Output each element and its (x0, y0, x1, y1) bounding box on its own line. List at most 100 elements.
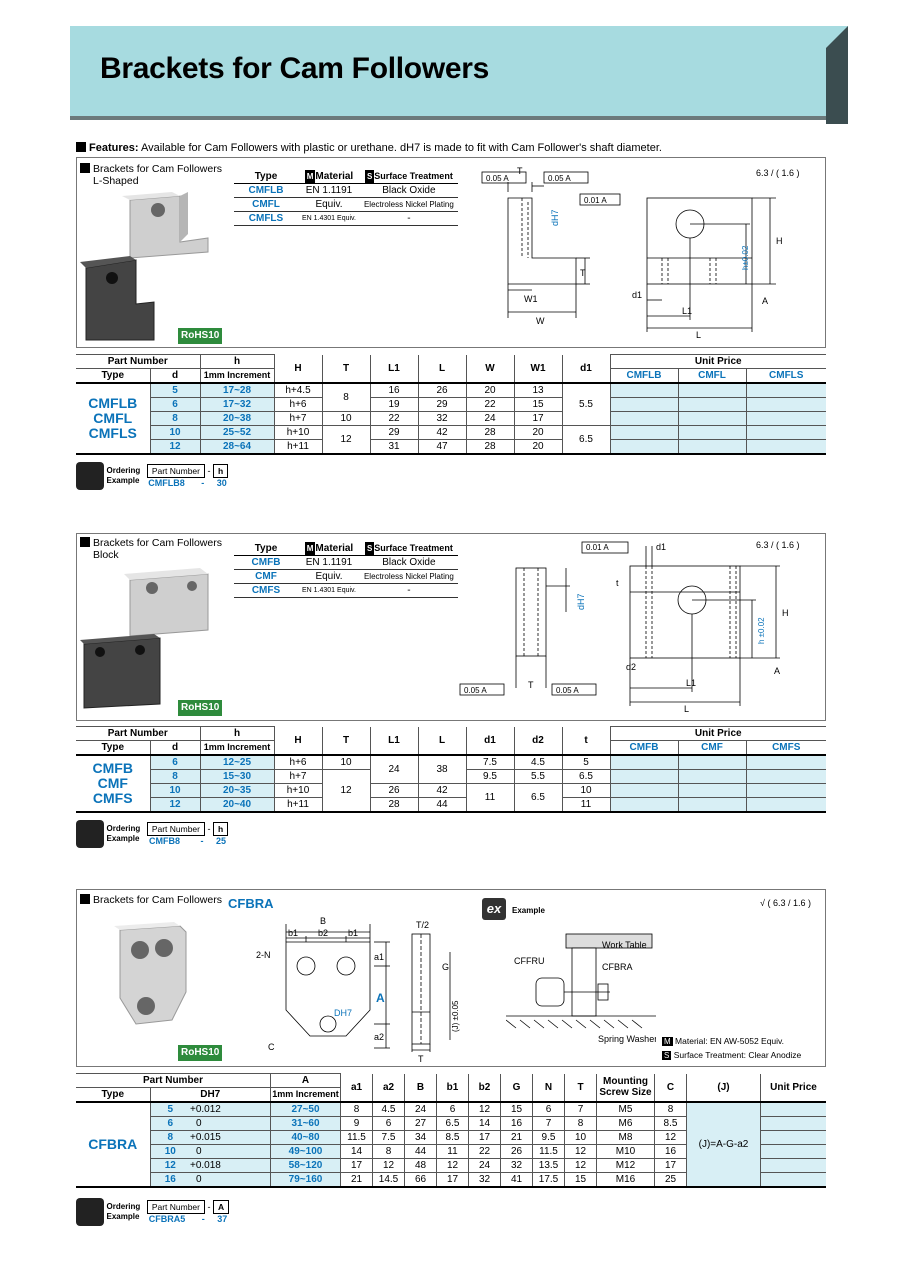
price-cell[interactable] (745, 769, 826, 784)
price-cell[interactable] (609, 754, 679, 770)
cell-N: 13.5 (532, 1158, 565, 1173)
cell-H: h+7 (273, 769, 323, 784)
price-cell[interactable] (609, 425, 679, 440)
price-cell[interactable] (745, 411, 826, 426)
col-part-number: Part Number (76, 1073, 271, 1088)
cell-d: 5 (149, 382, 201, 398)
price-cell[interactable] (677, 769, 747, 784)
col-t: t (561, 726, 611, 756)
svg-text:0.01 A: 0.01 A (584, 196, 607, 205)
spec-material: EN 1.4301 Equiv. (298, 583, 360, 598)
cell-screw: M5 (596, 1101, 655, 1117)
price-cell[interactable] (677, 425, 747, 440)
cell-C: 12 (654, 1130, 687, 1145)
price-cell[interactable] (760, 1172, 826, 1188)
price-cell[interactable] (609, 769, 679, 784)
cell-T: 10 (564, 1130, 597, 1145)
svg-text:0.05 A: 0.05 A (548, 174, 571, 183)
cell-W: 20 (465, 382, 515, 398)
cell-B: 66 (404, 1172, 437, 1188)
cell-d1: 9.5 (465, 769, 515, 784)
price-cell[interactable] (609, 439, 679, 455)
svg-text:T: T (580, 268, 586, 278)
cell-G: 26 (500, 1144, 533, 1159)
cell-W: 24 (465, 411, 515, 426)
cell-D: 5 (149, 1101, 190, 1117)
price-cell[interactable] (745, 439, 826, 455)
cell-N: 17.5 (532, 1172, 565, 1188)
col-price-cmfb: CMFB (609, 740, 679, 756)
cell-h: 15~30 (199, 769, 275, 784)
cell-d1: 5.5 (561, 382, 611, 426)
price-cell[interactable] (609, 797, 679, 813)
cell-a2: 4.5 (372, 1101, 405, 1117)
cell-H: h+11 (273, 797, 323, 813)
cell-a1: 11.5 (340, 1130, 373, 1145)
price-cell[interactable] (760, 1101, 826, 1117)
col-type: Type (76, 1087, 151, 1103)
price-cell[interactable] (745, 754, 826, 770)
price-cell[interactable] (677, 797, 747, 813)
col-increment: 1mm Increment (270, 1087, 341, 1103)
price-cell[interactable] (677, 411, 747, 426)
cell-L: 42 (417, 425, 467, 440)
cell-T: 10 (321, 754, 371, 770)
price-cell[interactable] (609, 382, 679, 398)
col-part-number: Part Number (76, 354, 201, 369)
cell-L: 29 (417, 397, 467, 412)
cell-screw: M6 (596, 1116, 655, 1131)
cell-b2: 14 (468, 1116, 501, 1131)
price-cell[interactable] (745, 397, 826, 412)
cell-h: 20~38 (199, 411, 275, 426)
cell-b1: 8.5 (436, 1130, 469, 1145)
cell-C: 25 (654, 1172, 687, 1188)
cell-G: 21 (500, 1130, 533, 1145)
price-cell[interactable] (745, 382, 826, 398)
cell-a2: 8 (372, 1144, 405, 1159)
price-cell[interactable] (609, 783, 679, 798)
price-cell[interactable] (609, 411, 679, 426)
cell-a1: 8 (340, 1101, 373, 1117)
col-part-number: Part Number (76, 726, 201, 741)
col-H: H (273, 726, 323, 756)
cell-L: 44 (417, 797, 467, 813)
spec-surface: Electroless Nickel Plating (359, 197, 458, 212)
svg-text:0.01 A: 0.01 A (586, 543, 609, 552)
cell-D: 16 (149, 1172, 190, 1188)
cell-D: 10 (149, 1144, 190, 1159)
price-cell[interactable] (609, 397, 679, 412)
price-cell[interactable] (677, 439, 747, 455)
spec-material: Equiv. (298, 569, 360, 584)
col-d1: d1 (561, 354, 611, 384)
cell-L1: 24 (369, 754, 419, 784)
spec-type: CMFLS (234, 211, 298, 226)
cfbra-surface-mark: √ ( 6.3 / 1.6 ) (760, 898, 811, 908)
svg-text:A: A (376, 991, 385, 1005)
spec-type: CMF (234, 569, 298, 584)
cell-d: 6 (149, 397, 201, 412)
price-cell[interactable] (677, 783, 747, 798)
cell-B: 48 (404, 1158, 437, 1173)
price-cell[interactable] (677, 382, 747, 398)
example-label: Example (512, 906, 545, 915)
price-cell[interactable] (760, 1130, 826, 1145)
cell-W1: 17 (513, 411, 563, 426)
price-cell[interactable] (677, 754, 747, 770)
price-cell[interactable] (745, 797, 826, 813)
svg-text:W: W (536, 316, 545, 326)
col-B: B (404, 1073, 437, 1103)
spec-type: CMFB (234, 555, 298, 570)
price-cell[interactable] (745, 783, 826, 798)
cell-T: 7 (564, 1101, 597, 1117)
price-cell[interactable] (760, 1144, 826, 1159)
price-cell[interactable] (760, 1158, 826, 1173)
col-increment: 1mm Increment (199, 740, 275, 756)
price-cell[interactable] (760, 1116, 826, 1131)
svg-text:t: t (616, 578, 619, 588)
price-cell[interactable] (677, 397, 747, 412)
cell-t: 5 (561, 754, 611, 770)
cell-C: 17 (654, 1158, 687, 1173)
price-cell[interactable] (745, 425, 826, 440)
cell-screw: M10 (596, 1144, 655, 1159)
